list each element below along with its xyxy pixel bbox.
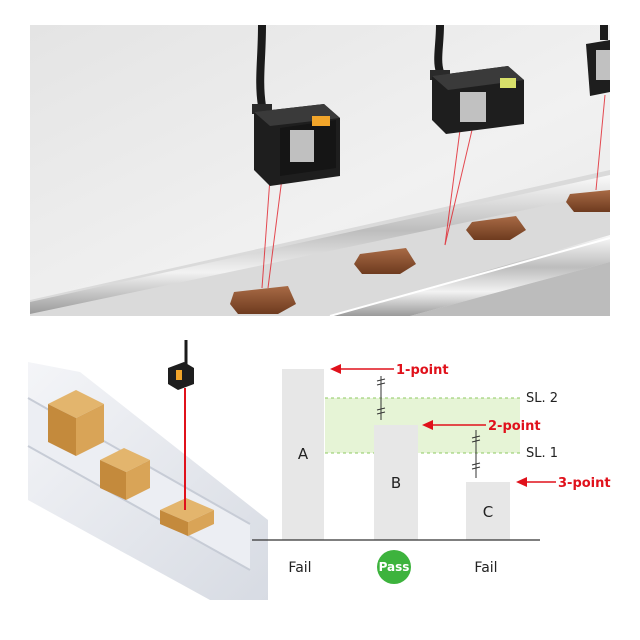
laser-beams — [261, 94, 606, 289]
cardboard-box-icon — [100, 448, 150, 500]
arrow-left-icon — [422, 420, 486, 430]
result-a: Fail — [288, 560, 311, 576]
bar-a-label: A — [298, 445, 309, 463]
bar-c — [466, 482, 510, 540]
point-1-label: 1-point — [396, 363, 449, 378]
arrow-left-icon — [330, 364, 394, 374]
laser-sensor-icon — [252, 24, 340, 186]
arrow-left-icon — [516, 477, 556, 487]
laser-sensor-icon — [430, 24, 524, 134]
distance-marker — [376, 376, 481, 478]
chocolate-products — [230, 190, 610, 314]
bar-b-label: B — [391, 474, 401, 492]
pass-band — [325, 398, 520, 453]
conveyor-photo — [30, 24, 611, 317]
result-b: Pass — [379, 560, 410, 574]
point-2-label: 2-point — [488, 419, 541, 434]
sl2-label: SL. 2 — [526, 391, 558, 406]
bar-c-label: C — [483, 503, 493, 521]
box-conveyor-illustration — [27, 340, 268, 600]
pass-badge: Pass — [377, 550, 411, 584]
threshold-diagram: A B C SL. 2 SL. 1 1-point 2-point — [252, 363, 611, 584]
result-c: Fail — [474, 560, 497, 576]
sl1-label: SL. 1 — [526, 446, 558, 461]
bar-a — [282, 369, 324, 540]
bar-b — [374, 425, 418, 540]
cardboard-box-icon — [48, 390, 104, 456]
laser-sensor-icon — [586, 25, 610, 96]
laser-sensor-icon — [168, 340, 194, 510]
cardboard-box-icon — [160, 498, 214, 536]
point-3-label: 3-point — [558, 476, 611, 491]
